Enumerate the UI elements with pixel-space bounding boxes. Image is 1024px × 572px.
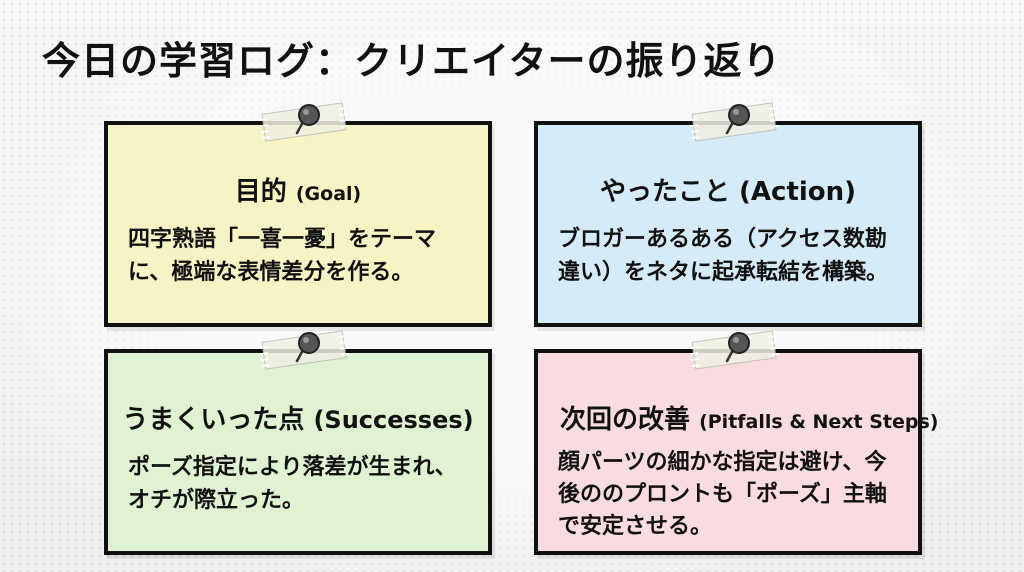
successes-heading-text: うまくいった点 [122, 405, 305, 435]
goal-heading-sub: (Goal) [295, 183, 362, 205]
pushpin-icon [725, 332, 750, 363]
action-heading: やったこと (Action) [538, 171, 918, 208]
successes-heading-sub: (Successes) [313, 406, 474, 434]
next-steps-body: 顔パーツの細かな指定は避け、今 後ののプロントも「ポーズ」主軸 で安定させる。 [558, 447, 904, 543]
goal-heading-text: 目的 [234, 177, 287, 207]
next-steps-heading-sub: (Pitfalls & Next Steps) [699, 411, 939, 433]
next-steps-heading: 次回の改善 (Pitfalls & Next Steps) [560, 399, 939, 436]
goal-heading: 目的 (Goal) [108, 171, 488, 208]
goal-line: 四字熟語「一喜一憂」をテーマ [128, 227, 437, 252]
next-steps-line: 後ののプロントも「ポーズ」主軸 [558, 481, 887, 507]
next-steps-line: で安定させる。 [558, 513, 713, 539]
action-heading-text: やったこと [599, 177, 730, 207]
goal-body: 四字熟語「一喜一憂」をテーマ に、極端な表情差分を作る。 [128, 223, 474, 289]
pushpin-icon [725, 104, 750, 135]
next-steps-line: 顔パーツの細かな指定は避け、今 [558, 450, 887, 475]
successes-line: ポーズ指定により落差が生まれ、 [128, 455, 457, 480]
action-body: ブロガーあるある（アクセス数勘 違い）をネタに起承転結を構築。 [558, 223, 904, 289]
action-heading-sub: (Action) [739, 177, 857, 207]
pushpin-icon [295, 332, 320, 363]
successes-card: うまくいった点 (Successes) ポーズ指定により落差が生まれ、 オチが際… [104, 349, 492, 555]
action-line: 違い）をネタに起承転結を構築。 [558, 260, 889, 285]
goal-card: 目的 (Goal) 四字熟語「一喜一憂」をテーマ に、極端な表情差分を作る。 [104, 121, 492, 327]
successes-body: ポーズ指定により落差が生まれ、 オチが際立った。 [128, 451, 474, 517]
pushpin-icon [295, 104, 320, 135]
next-steps-heading-text: 次回の改善 [560, 405, 691, 435]
goal-line: に、極端な表情差分を作る。 [128, 260, 414, 285]
action-line: ブロガーあるある（アクセス数勘 [558, 227, 887, 252]
page-title: 今日の学習ログ：クリエイターの振り返り [42, 39, 782, 83]
successes-heading: うまくいった点 (Successes) [108, 399, 488, 436]
successes-line: オチが際立った。 [128, 488, 305, 513]
action-card: やったこと (Action) ブロガーあるある（アクセス数勘 違い）をネタに起承… [534, 121, 922, 327]
next-steps-card: 次回の改善 (Pitfalls & Next Steps) 顔パーツの細かな指定… [534, 349, 939, 555]
